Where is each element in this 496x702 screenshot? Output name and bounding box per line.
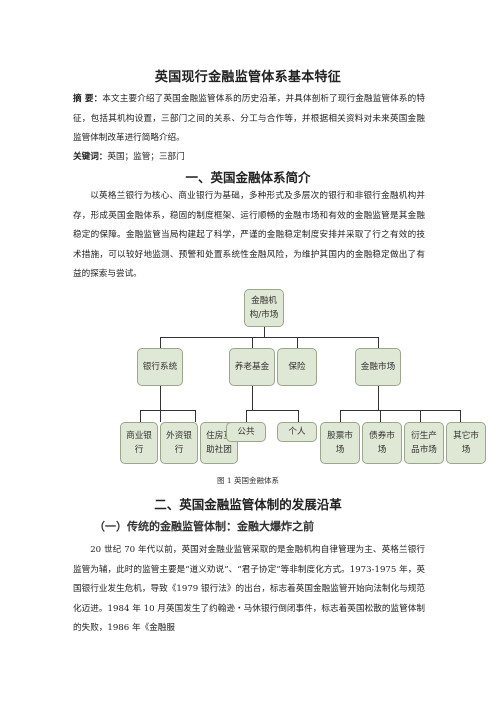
connector-to-market <box>378 337 379 348</box>
node-derivative-market: 衍生产品市场 <box>404 422 444 464</box>
connector-to-private <box>298 410 299 422</box>
node-public: 公共 <box>226 422 266 442</box>
connector-to-building <box>195 410 196 422</box>
abstract-text: 本文主要介绍了英国金融监管体系的历史沿革，并具体剖析了现行金融监管体系的特征，包… <box>73 94 425 143</box>
node-foreign-bank: 外资银行 <box>160 422 198 464</box>
connector-to-insurance <box>297 337 298 348</box>
keywords-text: 英国；监管；三部门 <box>107 152 185 162</box>
connector-to-commercial <box>140 410 141 422</box>
connector-pension-down <box>252 386 253 410</box>
connector-bank-down <box>160 386 161 410</box>
connector-to-derivative <box>420 410 421 422</box>
node-root: 金融机构/市场 <box>244 289 284 327</box>
connector-level2-bar <box>160 337 378 338</box>
node-bond-market: 债券市场 <box>362 422 402 464</box>
connector-market-down <box>378 386 379 410</box>
node-commercial-bank: 商业银行 <box>120 422 158 464</box>
abstract: 摘 要：本文主要介绍了英国金融监管体系的历史沿革，并具体剖析了现行金融监管体系的… <box>73 90 425 149</box>
keywords: 关键词：英国；监管；三部门 <box>73 148 425 168</box>
figure-caption: 图 1 英国金融体系 <box>216 476 280 485</box>
node-bank-system: 银行系统 <box>137 348 183 386</box>
connector-market-bar <box>340 410 460 411</box>
connector-to-public <box>246 410 247 422</box>
subsection1-heading: （一）传统的金融监管体制：金融大爆炸之前 <box>94 520 314 533</box>
keywords-label: 关键词： <box>73 152 108 162</box>
connector-to-bank <box>160 337 161 348</box>
subsection1-paragraph: 20 世纪 70 年代以前，英国对金融业监管采取的是金融机构自律管理为主、英格兰… <box>73 545 425 633</box>
node-private: 个人 <box>277 422 317 442</box>
node-financial-market: 金融市场 <box>355 348 401 386</box>
document-title: 英国现行金融监管体系基本特征 <box>154 70 342 85</box>
abstract-label: 摘 要： <box>73 94 103 104</box>
connector-to-other <box>460 410 461 422</box>
node-pension-fund: 养老基金 <box>229 348 275 386</box>
connector-to-pension <box>252 337 253 348</box>
section2-heading: 二、英国金融监管体制的发展沿革 <box>154 497 342 512</box>
section1-heading: 一、英国金融体系简介 <box>185 170 311 185</box>
section1-paragraph: 以英格兰银行为核心、商业银行为基础，多种形式及多层次的银行和非银行金融机构并存，… <box>73 191 425 279</box>
connector-bank-bar <box>140 410 195 411</box>
connector-root-down <box>264 327 265 337</box>
node-other-market: 其它市场 <box>446 422 486 464</box>
connector-to-foreign <box>160 410 161 422</box>
connector-pension-bar <box>246 410 298 411</box>
connector-to-stock <box>340 410 341 422</box>
node-stock-market: 股票市场 <box>320 422 360 464</box>
connector-to-bond <box>380 410 381 422</box>
node-insurance: 保险 <box>277 348 317 386</box>
